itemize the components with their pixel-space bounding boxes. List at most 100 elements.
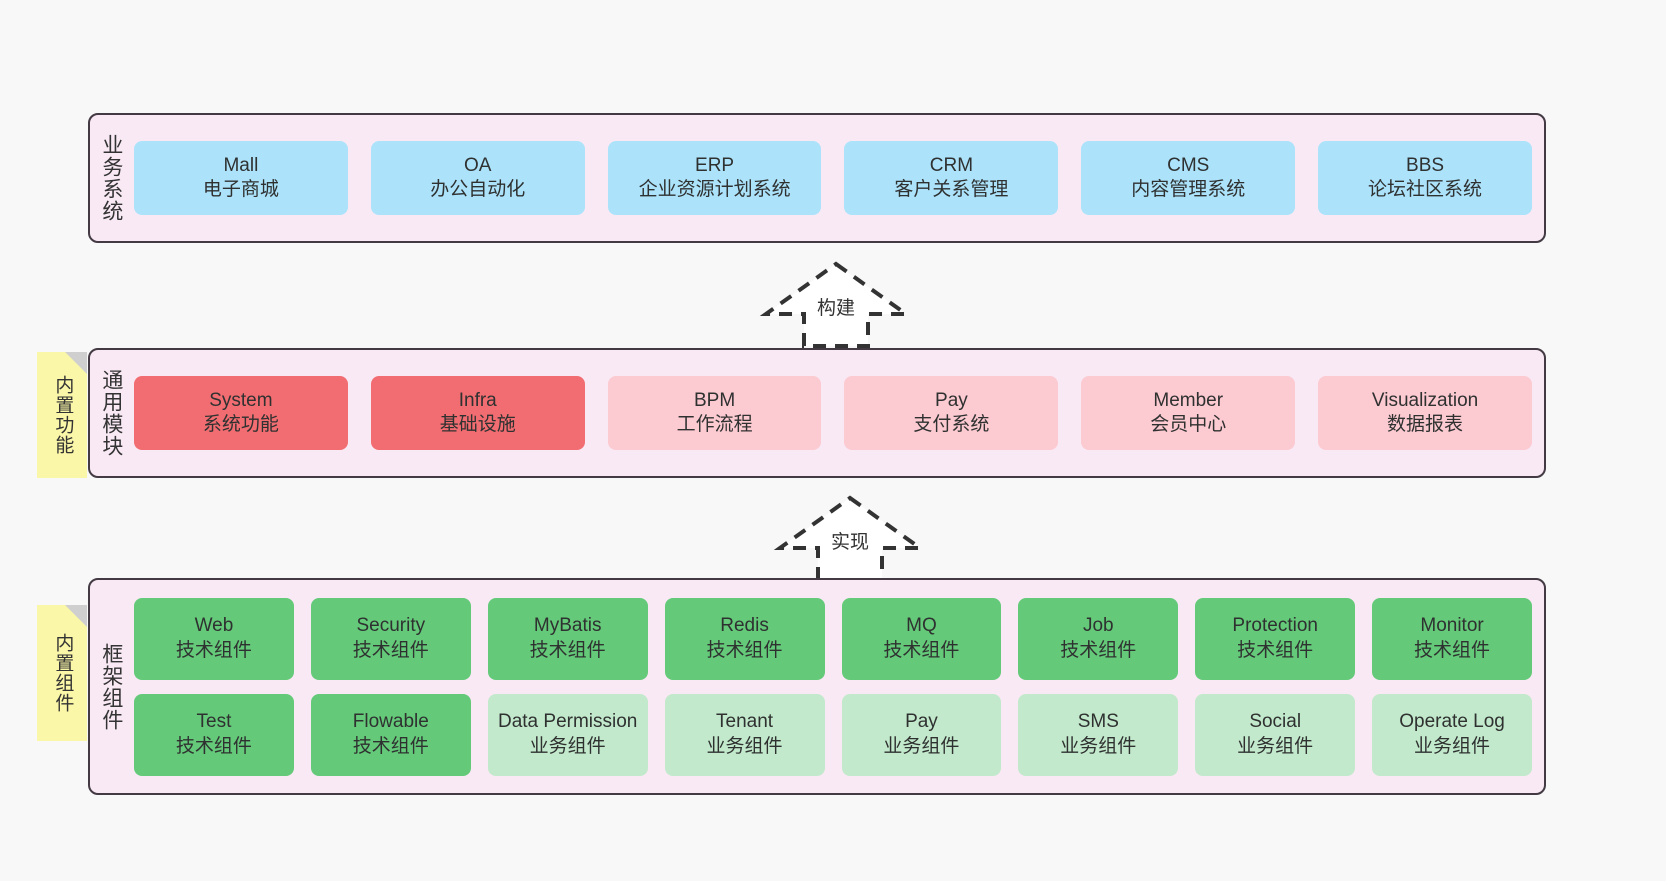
node-member[interactable]: Member 会员中心 — [1081, 376, 1296, 450]
node-title: BPM — [693, 389, 736, 411]
node-title: BBS — [1406, 154, 1445, 176]
node-subtitle: 技术组件 — [175, 735, 252, 757]
node-title: OA — [464, 154, 492, 176]
node-subtitle: 电子商城 — [202, 179, 279, 200]
node-title: CMS — [1167, 154, 1210, 176]
node-mall[interactable]: Mall 电子商城 — [134, 141, 348, 215]
note-label: 内置功能 — [52, 375, 74, 455]
node-title: CRM — [929, 154, 974, 176]
node-subtitle: 业务组件 — [706, 735, 783, 757]
layer-common-modules: 通用模块 System 系统功能 Infra 基础设施 BPM 工作流程 Pay… — [88, 348, 1546, 478]
node-subtitle: 内容管理系统 — [1131, 179, 1246, 200]
node-subtitle: 系统功能 — [202, 414, 279, 435]
node-operate-log[interactable]: Operate Log 业务组件 — [1372, 693, 1532, 776]
node-subtitle: 论坛社区系统 — [1368, 179, 1483, 200]
node-title: Pay — [905, 711, 938, 733]
node-title: Flowable — [352, 711, 429, 733]
node-title: Tenant — [716, 711, 774, 733]
node-subtitle: 会员中心 — [1150, 414, 1227, 435]
node-title: Web — [194, 615, 234, 637]
node-title: Data Permission — [497, 711, 638, 733]
node-subtitle: 业务组件 — [529, 735, 606, 757]
layer-title-framework-components: 框架组件 — [99, 642, 123, 731]
node-subtitle: 技术组件 — [1237, 639, 1314, 661]
node-subtitle: 技术组件 — [352, 735, 429, 757]
node-title: Member — [1153, 389, 1224, 411]
arrow-build: 构建 — [756, 258, 916, 350]
layer-title-common-modules: 通用模块 — [99, 369, 123, 457]
node-monitor[interactable]: Monitor 技术组件 — [1372, 597, 1532, 680]
node-subtitle: 业务组件 — [1237, 735, 1314, 757]
node-title: MyBatis — [533, 615, 602, 637]
node-social[interactable]: Social 业务组件 — [1195, 693, 1356, 776]
node-subtitle: 企业资源计划系统 — [638, 179, 791, 200]
layer-framework-components: 框架组件 Web 技术组件 Security 技术组件 MyBatis 技术组件… — [88, 578, 1546, 795]
node-system[interactable]: System 系统功能 — [134, 376, 348, 450]
node-flowable[interactable]: Flowable 技术组件 — [310, 693, 471, 776]
layer-body-framework-components: Web 技术组件 Security 技术组件 MyBatis 技术组件 Redi… — [132, 580, 1544, 793]
layer-row: Test 技术组件 Flowable 技术组件 Data Permission … — [134, 693, 1532, 776]
node-erp[interactable]: ERP 企业资源计划系统 — [607, 141, 822, 215]
node-subtitle: 支付系统 — [913, 414, 990, 435]
node-subtitle: 技术组件 — [175, 639, 252, 661]
node-title: Operate Log — [1399, 711, 1505, 733]
node-protection[interactable]: Protection 技术组件 — [1195, 597, 1356, 680]
node-pay[interactable]: Pay 支付系统 — [844, 376, 1059, 450]
layer-body-common-modules: System 系统功能 Infra 基础设施 BPM 工作流程 Pay 支付系统… — [132, 350, 1544, 476]
node-title: System — [209, 389, 273, 411]
node-cms[interactable]: CMS 内容管理系统 — [1081, 141, 1296, 215]
node-title: Security — [356, 615, 426, 637]
layer-body-business-systems: Mall 电子商城 OA 办公自动化 ERP 企业资源计划系统 CRM 客户关系… — [132, 115, 1544, 241]
node-subtitle: 数据报表 — [1387, 414, 1464, 435]
node-oa[interactable]: OA 办公自动化 — [370, 141, 585, 215]
note-fold-corner-icon — [65, 605, 87, 627]
node-title: Protection — [1232, 615, 1318, 637]
arrow-implement: 实现 — [770, 492, 930, 584]
node-subtitle: 办公自动化 — [430, 179, 526, 200]
layer-title-business-systems: 业务系统 — [99, 134, 123, 222]
dashed-up-arrow-icon — [773, 495, 927, 582]
dashed-up-arrow-icon — [759, 261, 913, 348]
node-job[interactable]: Job 技术组件 — [1018, 597, 1179, 680]
layer-row: Mall 电子商城 OA 办公自动化 ERP 企业资源计划系统 CRM 客户关系… — [134, 141, 1532, 215]
note-label: 内置组件 — [52, 633, 74, 713]
node-subtitle: 技术组件 — [1414, 639, 1491, 661]
node-crm[interactable]: CRM 客户关系管理 — [844, 141, 1059, 215]
node-security[interactable]: Security 技术组件 — [310, 597, 471, 680]
node-title: Redis — [720, 615, 769, 637]
node-mybatis[interactable]: MyBatis 技术组件 — [487, 597, 648, 680]
node-sms[interactable]: SMS 业务组件 — [1018, 693, 1179, 776]
node-subtitle: 技术组件 — [352, 639, 429, 661]
node-title: SMS — [1077, 711, 1119, 733]
node-subtitle: 业务组件 — [883, 735, 960, 757]
node-title: Monitor — [1420, 615, 1484, 637]
layer-business-systems: 业务系统 Mall 电子商城 OA 办公自动化 ERP 企业资源计划系统 CRM… — [88, 113, 1546, 243]
node-title: Infra — [458, 389, 497, 411]
node-bpm[interactable]: BPM 工作流程 — [607, 376, 822, 450]
node-mq[interactable]: MQ 技术组件 — [841, 597, 1002, 680]
node-infra[interactable]: Infra 基础设施 — [370, 376, 585, 450]
node-test[interactable]: Test 技术组件 — [134, 693, 294, 776]
node-subtitle: 基础设施 — [439, 414, 516, 435]
node-title: ERP — [695, 154, 735, 176]
node-bbs[interactable]: BBS 论坛社区系统 — [1318, 141, 1532, 215]
node-title: Test — [196, 711, 232, 733]
node-title: Job — [1082, 615, 1114, 637]
note-builtin-components: 内置组件 — [37, 605, 87, 741]
node-web[interactable]: Web 技术组件 — [134, 597, 294, 680]
node-visualization[interactable]: Visualization 数据报表 — [1318, 376, 1532, 450]
node-subtitle: 技术组件 — [706, 639, 783, 661]
node-title: Pay — [935, 389, 968, 411]
node-title: Visualization — [1371, 389, 1479, 411]
node-subtitle: 技术组件 — [1060, 639, 1137, 661]
node-tenant[interactable]: Tenant 业务组件 — [664, 693, 825, 776]
node-data-permission[interactable]: Data Permission 业务组件 — [487, 693, 648, 776]
node-subtitle: 业务组件 — [1060, 735, 1137, 757]
node-subtitle: 技术组件 — [529, 639, 606, 661]
node-redis[interactable]: Redis 技术组件 — [664, 597, 825, 680]
node-subtitle: 技术组件 — [883, 639, 960, 661]
node-subtitle: 客户关系管理 — [894, 179, 1009, 200]
node-title: Mall — [223, 154, 259, 176]
node-pay-business[interactable]: Pay 业务组件 — [841, 693, 1002, 776]
